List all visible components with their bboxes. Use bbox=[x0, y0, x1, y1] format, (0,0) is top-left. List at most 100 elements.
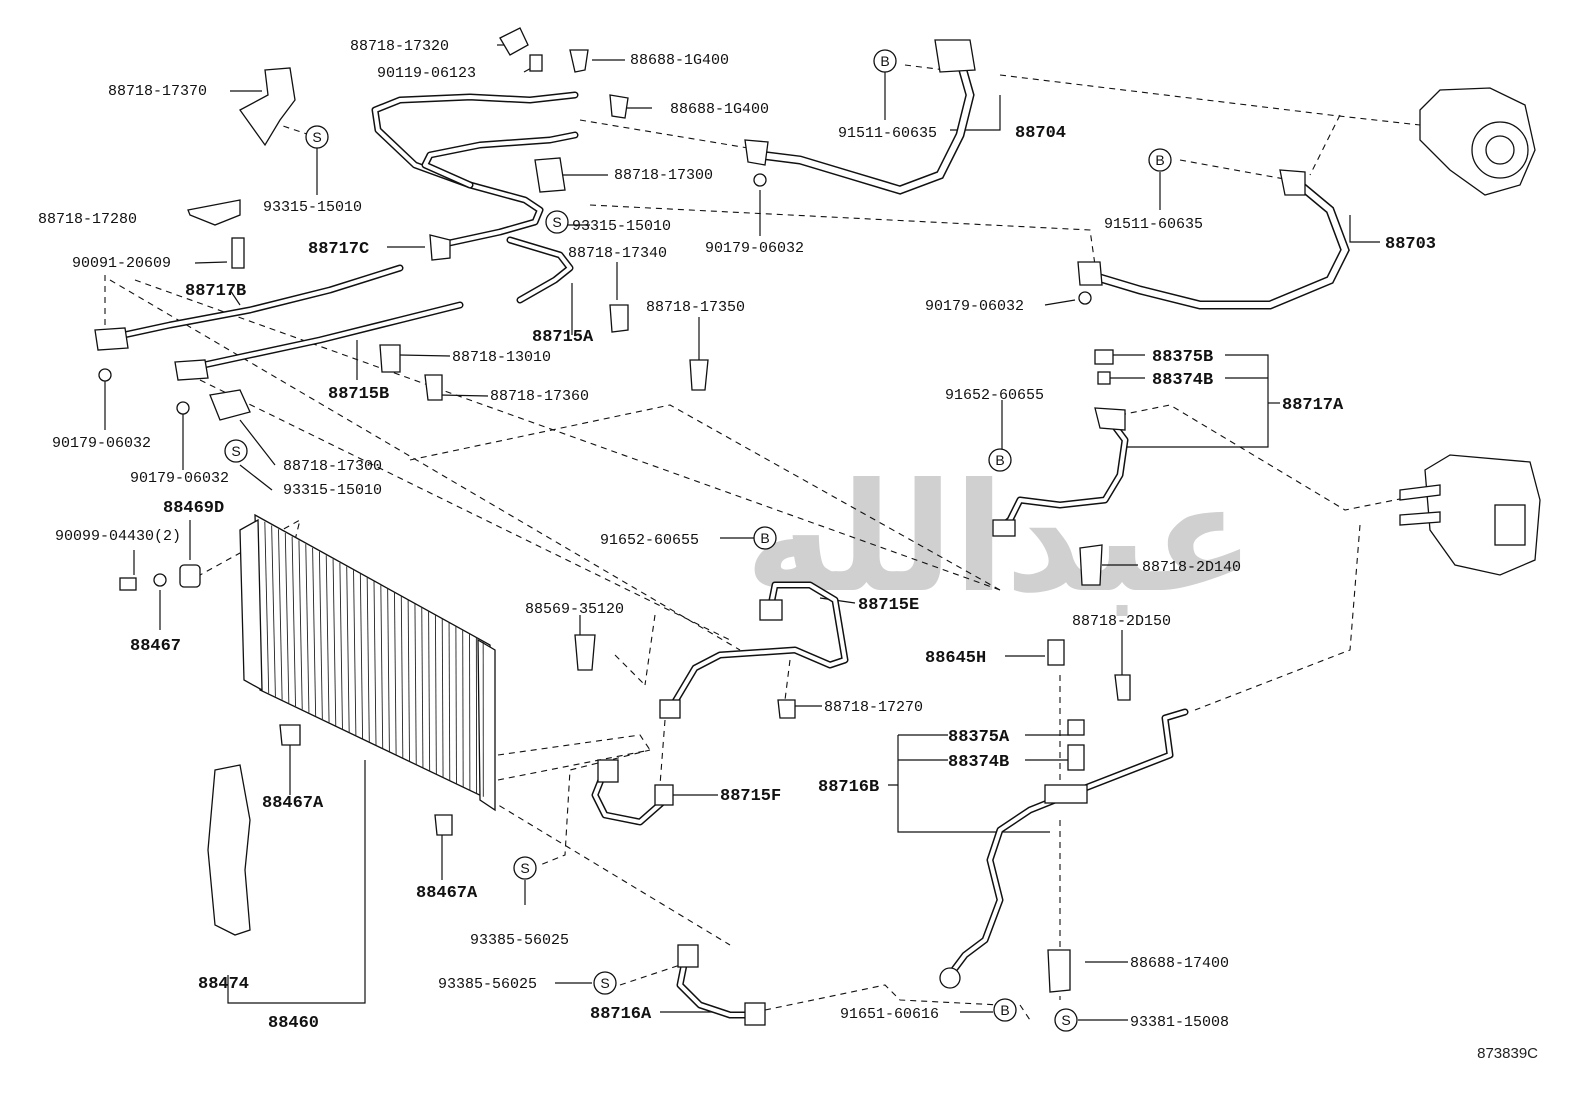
condenser-fin bbox=[291, 536, 296, 707]
condenser-fin bbox=[407, 600, 410, 762]
b-symbol-1: B bbox=[873, 49, 897, 73]
condenser-fin bbox=[394, 592, 397, 755]
svg-text:S: S bbox=[231, 443, 240, 459]
label-88717b: 88717B bbox=[185, 282, 246, 301]
label-88460: 88460 bbox=[268, 1014, 319, 1033]
condenser-fin bbox=[373, 581, 377, 746]
s-symbol-6: S bbox=[1054, 1008, 1078, 1032]
label-88718-17350: 88718-17350 bbox=[646, 299, 745, 316]
label-90179-06032-d: 90179-06032 bbox=[130, 470, 229, 487]
b-symbol-2: B bbox=[1148, 148, 1172, 172]
condenser-assembly bbox=[239, 513, 496, 812]
label-88569-35120: 88569-35120 bbox=[525, 601, 624, 618]
label-90179-06032-a: 90179-06032 bbox=[705, 240, 804, 257]
svg-text:S: S bbox=[520, 860, 529, 876]
svg-text:S: S bbox=[312, 129, 321, 145]
flexible-hoses bbox=[755, 55, 1350, 310]
svg-text:S: S bbox=[552, 214, 561, 230]
part-labels: 88718-17320 90119-06123 88688-1G400 8868… bbox=[38, 38, 1436, 1033]
label-88718-17360: 88718-17360 bbox=[490, 388, 589, 405]
condenser-fin bbox=[366, 577, 370, 742]
label-88474: 88474 bbox=[198, 975, 249, 994]
label-88375b: 88375B bbox=[1152, 348, 1213, 367]
label-91652-60655-b: 91652-60655 bbox=[600, 532, 699, 549]
label-90099-04430: 90099-04430(2) bbox=[55, 528, 181, 545]
leader-lines bbox=[104, 44, 1380, 1021]
label-91651-60616: 91651-60616 bbox=[840, 1006, 939, 1023]
small-fittings bbox=[94, 27, 1306, 1026]
svg-text:B: B bbox=[760, 530, 769, 546]
label-91652-60655-a: 91652-60655 bbox=[945, 387, 1044, 404]
condenser-fin bbox=[353, 570, 357, 736]
svg-text:S: S bbox=[600, 975, 609, 991]
label-88375a: 88375A bbox=[948, 728, 1010, 747]
label-88688-17400: 88688-17400 bbox=[1130, 955, 1229, 972]
condenser-fin bbox=[278, 529, 283, 700]
condenser-fin bbox=[414, 603, 417, 765]
svg-text:B: B bbox=[1000, 1002, 1009, 1018]
label-88718-17370: 88718-17370 bbox=[108, 83, 207, 100]
label-88718-17340: 88718-17340 bbox=[568, 245, 667, 262]
condenser-fin bbox=[325, 555, 330, 723]
label-88718-17270: 88718-17270 bbox=[824, 699, 923, 716]
b-symbol-4: B bbox=[753, 526, 777, 550]
s-symbol-3: S bbox=[224, 439, 248, 463]
label-88704: 88704 bbox=[1015, 124, 1066, 143]
s-symbol-4: S bbox=[513, 856, 537, 880]
label-93315-15010-a: 93315-15010 bbox=[263, 199, 362, 216]
condenser-fin bbox=[387, 588, 390, 752]
refrigerant-pipes bbox=[106, 91, 1189, 1019]
label-88374b-a: 88374B bbox=[1152, 371, 1213, 390]
label-88374b-b: 88374B bbox=[948, 753, 1009, 772]
label-88715b: 88715B bbox=[328, 385, 389, 404]
condenser-fin bbox=[441, 618, 444, 778]
condenser-fin bbox=[380, 585, 384, 749]
label-91511-60635-a: 91511-60635 bbox=[838, 125, 937, 142]
label-88715f: 88715F bbox=[720, 787, 781, 806]
svg-text:S: S bbox=[1061, 1012, 1070, 1028]
condenser-fin bbox=[421, 607, 424, 768]
label-90091-20609: 90091-20609 bbox=[72, 255, 171, 272]
label-88717a: 88717A bbox=[1282, 396, 1344, 415]
condenser-fin bbox=[332, 559, 337, 726]
condenser-fin bbox=[434, 615, 437, 775]
condenser-fin bbox=[305, 544, 310, 713]
condenser-fin bbox=[448, 622, 451, 781]
label-88645h: 88645H bbox=[925, 649, 986, 668]
condenser-fin bbox=[359, 574, 364, 739]
label-93385-56025-a: 93385-56025 bbox=[470, 932, 569, 949]
label-90119-06123: 90119-06123 bbox=[377, 65, 476, 82]
svg-text:B: B bbox=[1155, 152, 1164, 168]
dashed-guide-lines bbox=[104, 64, 1421, 1021]
label-90179-06032-c: 90179-06032 bbox=[52, 435, 151, 452]
condenser-fin bbox=[271, 525, 276, 697]
svg-text:B: B bbox=[880, 53, 889, 69]
b-symbol-3: B bbox=[988, 448, 1012, 472]
condenser-fin bbox=[400, 596, 404, 758]
label-88718-13010: 88718-13010 bbox=[452, 349, 551, 366]
label-93315-15010-b: 93315-15010 bbox=[572, 218, 671, 235]
condenser-fin bbox=[339, 562, 343, 729]
condenser-fin bbox=[346, 566, 350, 733]
label-88467a-a: 88467A bbox=[262, 794, 324, 813]
label-88718-2d150: 88718-2D150 bbox=[1072, 613, 1171, 630]
compressor bbox=[1419, 87, 1536, 196]
label-88718-17300-a: 88718-17300 bbox=[614, 167, 713, 184]
s-symbol-2: S bbox=[545, 210, 569, 234]
label-88688-1g400-a: 88688-1G400 bbox=[630, 52, 729, 69]
svg-text:B: B bbox=[995, 452, 1004, 468]
label-88716b: 88716B bbox=[818, 778, 879, 797]
evaporator-unit bbox=[1399, 454, 1541, 576]
b-symbol-5: B bbox=[993, 998, 1017, 1022]
watermark-text: ﻋﺒﺪﺍﻟﻠﻪ bbox=[745, 452, 1255, 626]
label-88717c: 88717C bbox=[308, 240, 369, 259]
label-88718-17320: 88718-17320 bbox=[350, 38, 449, 55]
label-88718-2d140: 88718-2D140 bbox=[1142, 559, 1241, 576]
condenser-fin bbox=[264, 521, 270, 694]
condenser-fin bbox=[318, 551, 323, 720]
label-88718-17280: 88718-17280 bbox=[38, 211, 137, 228]
condenser-bracket-88474 bbox=[207, 764, 251, 936]
label-88715e: 88715E bbox=[858, 596, 919, 615]
